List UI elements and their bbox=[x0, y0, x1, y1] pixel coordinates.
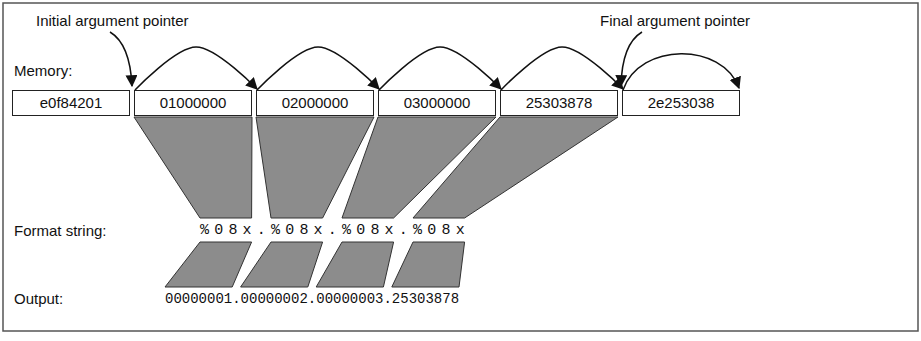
memory-cell: e0f84201 bbox=[12, 90, 130, 116]
memory-cell: 01000000 bbox=[134, 90, 252, 116]
upper-trapezoids bbox=[134, 117, 618, 218]
memory-value: 03000000 bbox=[404, 94, 471, 112]
row-label: Initial argument pointer bbox=[36, 12, 189, 30]
memory-cell: 25303878 bbox=[500, 90, 618, 116]
pointer-step-arc bbox=[501, 47, 623, 90]
mapping-trapezoid bbox=[392, 242, 465, 287]
format-string: %08x.%08x.%08x.%08x bbox=[200, 222, 470, 240]
mapping-trapezoid bbox=[316, 242, 393, 287]
pointer-step-arc bbox=[379, 47, 501, 90]
memory-value: 01000000 bbox=[160, 94, 227, 112]
memory-value: 02000000 bbox=[282, 94, 349, 112]
memory-cell: 03000000 bbox=[378, 90, 496, 116]
memory-cell: 02000000 bbox=[256, 90, 374, 116]
figure-frame bbox=[3, 3, 918, 331]
pointer-step-arc bbox=[135, 47, 257, 90]
lower-trapezoids bbox=[165, 242, 465, 287]
pointer-arrow bbox=[621, 32, 642, 86]
pointer-step-arc bbox=[623, 54, 739, 90]
mapping-trapezoid bbox=[165, 242, 252, 287]
memory-value: 25303878 bbox=[526, 94, 593, 112]
output-text: 00000001.00000002.00000003.25303878 bbox=[165, 290, 459, 308]
pointer-arrow bbox=[110, 32, 132, 86]
pointer-step-arc bbox=[257, 47, 379, 90]
memory-value: 2e253038 bbox=[648, 94, 715, 112]
mapping-trapezoid bbox=[241, 242, 323, 287]
mapping-trapezoid bbox=[413, 117, 618, 218]
row-label: Format string: bbox=[14, 222, 107, 240]
row-label: Final argument pointer bbox=[600, 12, 750, 30]
memory-value: e0f84201 bbox=[40, 94, 103, 112]
row-label: Output: bbox=[14, 290, 63, 308]
memory-cell: 2e253038 bbox=[622, 90, 740, 116]
row-label: Memory: bbox=[14, 62, 72, 80]
mapping-trapezoid bbox=[134, 117, 252, 218]
